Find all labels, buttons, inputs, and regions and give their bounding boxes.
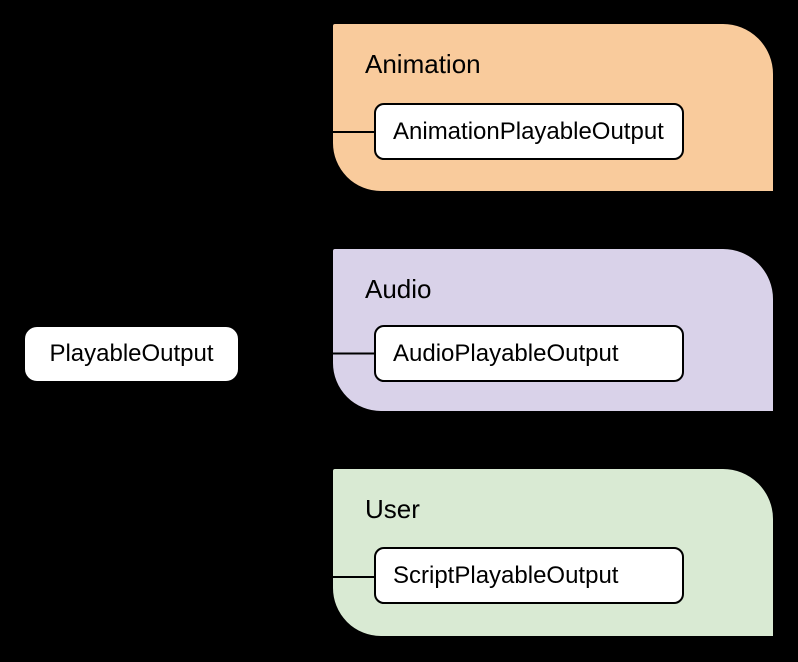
group-audio: Audio AudioPlayableOutput (331, 247, 775, 413)
group-user: User ScriptPlayableOutput (331, 467, 775, 638)
group-label-user: User (365, 494, 420, 524)
group-animation: Animation AnimationPlayableOutput (331, 22, 775, 193)
node-animation-playable-output: AnimationPlayableOutput (374, 103, 684, 160)
node-script-playable-output: ScriptPlayableOutput (374, 547, 684, 604)
node-audio-playable-output: AudioPlayableOutput (374, 325, 684, 382)
node-playable-output: PlayableOutput (23, 325, 240, 383)
node-label: AnimationPlayableOutput (393, 117, 664, 145)
group-label-audio: Audio (365, 274, 432, 304)
node-label: AudioPlayableOutput (393, 339, 619, 367)
node-label: PlayableOutput (49, 340, 214, 367)
node-label: ScriptPlayableOutput (393, 561, 619, 589)
connector-to-user (240, 353, 375, 578)
group-label-animation: Animation (365, 49, 481, 79)
connector-to-animation (240, 131, 375, 355)
